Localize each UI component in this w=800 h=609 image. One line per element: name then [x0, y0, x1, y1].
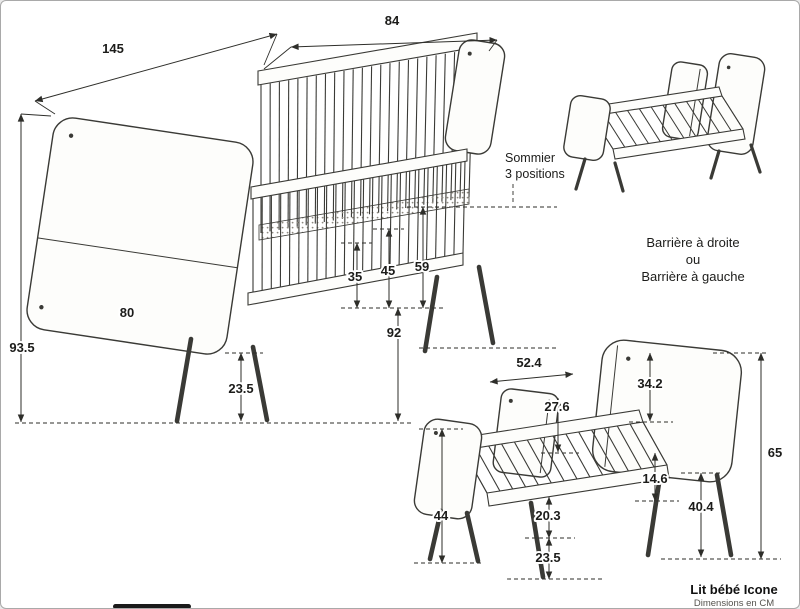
bed-dimensions: 52.4 34.2 27.6 65 14.6 40.4 20.3 23.5 44 — [414, 352, 784, 580]
barrier-note-line1: Barrière à droite — [646, 235, 739, 250]
dim-barrier-label: 27.6 — [544, 399, 569, 414]
screw-dot — [726, 65, 731, 70]
panel-edge — [689, 68, 701, 137]
crib-back-rail — [257, 32, 478, 86]
dim-base-label: 92 — [387, 325, 401, 340]
dim-headboard-width-label: 52.4 — [516, 355, 542, 370]
deck-edge — [721, 95, 744, 130]
dim-panel-width-label: 80 — [120, 305, 134, 320]
panel-seam — [37, 237, 238, 269]
screen-edge-artifact — [113, 604, 191, 608]
bed-leg — [714, 472, 734, 558]
extension-line — [34, 100, 56, 115]
crib-leg — [174, 336, 194, 424]
dim-total-height-label: 65 — [768, 445, 782, 460]
bed-leg — [528, 500, 546, 580]
dim-length-line — [34, 32, 278, 103]
dim-length-label: 145 — [102, 41, 124, 56]
screw-dot — [68, 133, 74, 138]
dim-rail-label: 14.6 — [642, 471, 667, 486]
dim-pos-mid-label: 45 — [381, 263, 395, 278]
small-bed-front-rail — [612, 128, 746, 160]
small-bed-leg — [613, 161, 625, 193]
bed-footboard — [413, 418, 483, 520]
dim-footboard-label: 44 — [434, 508, 449, 523]
crib-drawing — [26, 32, 506, 424]
barrier-note-line3: Barrière à gauche — [641, 269, 744, 284]
dim-pos-high-label: 35 — [348, 269, 362, 284]
crib-front-top-rail — [250, 148, 468, 200]
crib-end-panel-left — [26, 117, 254, 355]
dim-bed-leg-label: 23.5 — [535, 550, 560, 565]
drawing-subtitle: Dimensions en CM — [694, 598, 774, 609]
screw-dot — [39, 305, 44, 310]
dim-headboard-width-line — [489, 371, 574, 385]
crib-mattress — [258, 188, 470, 241]
bed-leg — [645, 480, 662, 558]
drawing-title: Lit bébé Icone — [690, 582, 777, 597]
barrier-note: Barrière à droite ou Barrière à gauche — [641, 235, 744, 284]
crib-leg — [250, 344, 270, 423]
bed-leg — [464, 510, 481, 564]
dim-headboard-above-label: 34.2 — [637, 376, 662, 391]
dim-height-label: 93.5 — [9, 340, 34, 355]
small-bed-leg — [574, 157, 587, 191]
crib-leg — [476, 264, 496, 346]
screw-dot — [433, 430, 438, 435]
screw-dot — [467, 51, 472, 56]
deck-edge — [642, 421, 668, 466]
extension-line — [263, 46, 292, 70]
crib-front-slats — [252, 160, 466, 293]
dim-pos-low-label: 59 — [415, 259, 429, 274]
screw-dot — [626, 356, 631, 361]
bed-headboard — [591, 339, 743, 483]
panel-edge — [604, 345, 619, 467]
footer: Lit bébé Icone Dimensions en CM — [690, 582, 777, 609]
dim-width-label: 84 — [385, 13, 400, 28]
barrier-note-line2: ou — [686, 252, 700, 267]
screw-dot — [508, 398, 513, 403]
toddler-bed-small-drawing — [563, 53, 766, 193]
dim-leg-label: 23.5 — [228, 381, 253, 396]
toddler-bed-drawing — [413, 339, 743, 580]
crib-leg — [422, 274, 440, 354]
dim-under-bed-label: 20.3 — [535, 508, 560, 523]
crib-dimensions: 145 84 93.5 80 23.5 35 45 59 92 Sommier … — [7, 11, 565, 424]
extension-line — [20, 113, 52, 117]
small-bed-leg — [749, 143, 762, 174]
dim-width-line — [290, 36, 498, 51]
small-bed-leg — [709, 149, 721, 180]
dim-under-headboard-label: 40.4 — [688, 499, 714, 514]
small-bed-headboard — [706, 53, 766, 155]
sommier-note-line1: Sommier — [505, 151, 555, 165]
crib-back-slats — [260, 48, 474, 233]
sommier-note-line2: 3 positions — [505, 167, 565, 181]
bed-front-rail — [486, 464, 670, 507]
crib-end-panel-right — [444, 39, 506, 155]
small-bed-footboard — [563, 94, 611, 162]
